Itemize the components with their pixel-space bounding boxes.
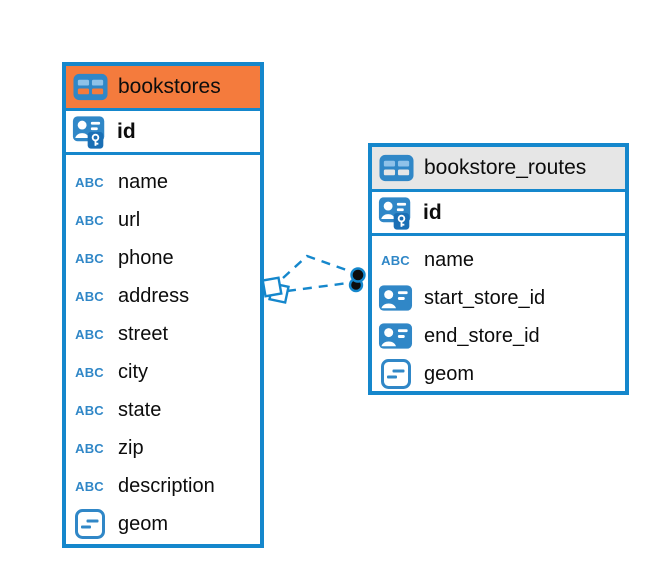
- column-name: name: [118, 170, 169, 193]
- text-type-icon: ABC: [72, 328, 107, 341]
- table-bookstores-header[interactable]: bookstores: [66, 66, 260, 111]
- text-type-icon: ABC: [75, 402, 104, 418]
- text-type-icon: ABC: [72, 290, 107, 303]
- text-type-icon: ABC: [75, 364, 104, 380]
- column-row-url[interactable]: ABC url: [66, 201, 260, 239]
- column-name: url: [118, 208, 141, 231]
- table-icon: [73, 73, 108, 101]
- column-name: start_store_id: [424, 286, 546, 309]
- column-name: phone: [118, 246, 174, 269]
- relationship-one-end-marker[interactable]: [348, 267, 366, 293]
- text-type-icon: ABC: [72, 480, 107, 493]
- foreign-key-icon: [378, 322, 413, 350]
- text-type-icon: ABC: [72, 404, 107, 417]
- foreign-key-icon: [378, 323, 413, 349]
- column-row-zip[interactable]: ABC zip: [66, 429, 260, 467]
- column-row-geom[interactable]: geom: [66, 505, 260, 543]
- text-type-icon: ABC: [72, 442, 107, 455]
- geometry-type-icon: [378, 359, 413, 389]
- column-name: description: [118, 474, 215, 497]
- column-name: name: [424, 248, 475, 271]
- text-type-icon: ABC: [72, 214, 107, 227]
- primary-key-name: id: [423, 200, 442, 224]
- geometry-type-icon: [72, 509, 107, 539]
- table-icon: [379, 154, 414, 182]
- column-row-city[interactable]: ABC city: [66, 353, 260, 391]
- column-name: zip: [118, 436, 144, 459]
- text-type-icon: ABC: [75, 326, 104, 342]
- column-name: geom: [118, 512, 169, 535]
- relationship-line[interactable]: [286, 281, 349, 293]
- column-name: address: [118, 284, 190, 307]
- column-row-name[interactable]: ABC name: [66, 163, 260, 201]
- column-row-start_store_id[interactable]: start_store_id: [372, 279, 625, 317]
- column-name: geom: [424, 362, 475, 385]
- table-title: bookstore_routes: [424, 156, 587, 179]
- text-type-icon: ABC: [378, 254, 413, 267]
- table-bookstore-routes[interactable]: bookstore_routes id ABC name start_store_i…: [368, 143, 629, 395]
- text-type-icon: ABC: [72, 252, 107, 265]
- column-row-id[interactable]: id: [66, 111, 260, 155]
- column-row-description[interactable]: ABC description: [66, 467, 260, 505]
- text-type-icon: ABC: [72, 176, 107, 189]
- column-row-state[interactable]: ABC state: [66, 391, 260, 429]
- column-row-name[interactable]: ABC name: [372, 241, 625, 279]
- text-type-icon: ABC: [381, 252, 410, 268]
- column-name: state: [118, 398, 162, 421]
- column-name: street: [118, 322, 169, 345]
- foreign-key-icon: [378, 285, 413, 311]
- table-bookstore-routes-header[interactable]: bookstore_routes: [372, 147, 625, 192]
- column-row-id[interactable]: id: [372, 192, 625, 236]
- column-row-street[interactable]: ABC street: [66, 315, 260, 353]
- geometry-type-icon: [74, 509, 105, 539]
- primary-key-name: id: [117, 119, 136, 143]
- primary-key-icon: [72, 112, 107, 152]
- geometry-type-icon: [380, 359, 411, 389]
- primary-key-icon: [378, 193, 413, 233]
- text-type-icon: ABC: [75, 250, 104, 266]
- column-name: city: [118, 360, 148, 383]
- text-type-icon: ABC: [75, 440, 104, 456]
- column-row-end_store_id[interactable]: end_store_id: [372, 317, 625, 355]
- foreign-key-icon: [378, 284, 413, 312]
- relationship-line[interactable]: [282, 254, 353, 279]
- column-name: end_store_id: [424, 324, 540, 347]
- text-type-icon: ABC: [75, 212, 104, 228]
- column-row-geom[interactable]: geom: [372, 355, 625, 391]
- text-type-icon: ABC: [75, 478, 104, 494]
- column-row-phone[interactable]: ABC phone: [66, 239, 260, 277]
- text-type-icon: ABC: [72, 366, 107, 379]
- text-type-icon: ABC: [75, 288, 104, 304]
- text-type-icon: ABC: [75, 174, 104, 190]
- table-title: bookstores: [118, 75, 221, 98]
- relationship-many-end-marker[interactable]: [261, 276, 290, 304]
- column-row-address[interactable]: ABC address: [66, 277, 260, 315]
